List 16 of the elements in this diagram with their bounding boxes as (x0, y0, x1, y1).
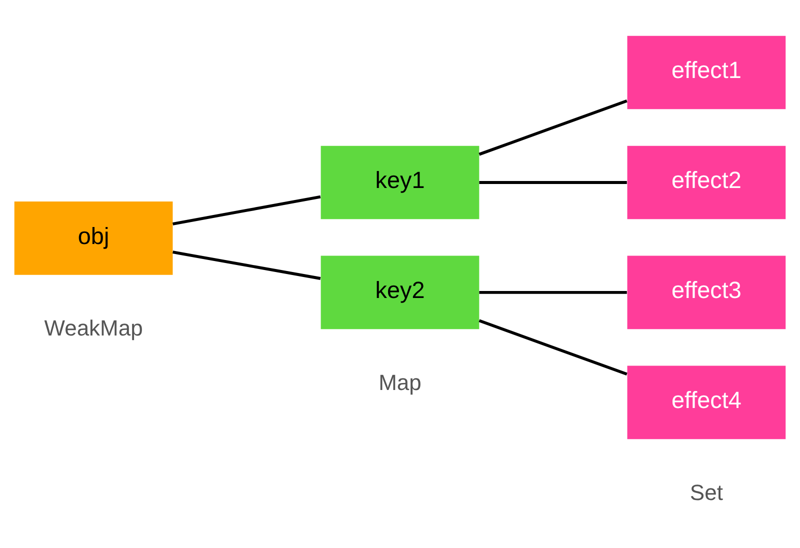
connector (172, 194, 321, 225)
connector (478, 98, 628, 156)
node-box: obj (14, 201, 173, 274)
node-box: effect3 (627, 255, 786, 329)
label: Map (378, 369, 422, 394)
node-box: key1 (320, 145, 480, 219)
node-box: effect1 (627, 35, 786, 109)
node-box: key2 (320, 255, 480, 329)
label: WeakMap (44, 315, 143, 340)
connector (479, 290, 627, 294)
connector (479, 180, 627, 184)
label: Set (690, 479, 723, 504)
connector (478, 318, 628, 376)
node-box: effect2 (627, 145, 786, 219)
connector (172, 250, 321, 280)
node-box: effect4 (627, 365, 786, 439)
